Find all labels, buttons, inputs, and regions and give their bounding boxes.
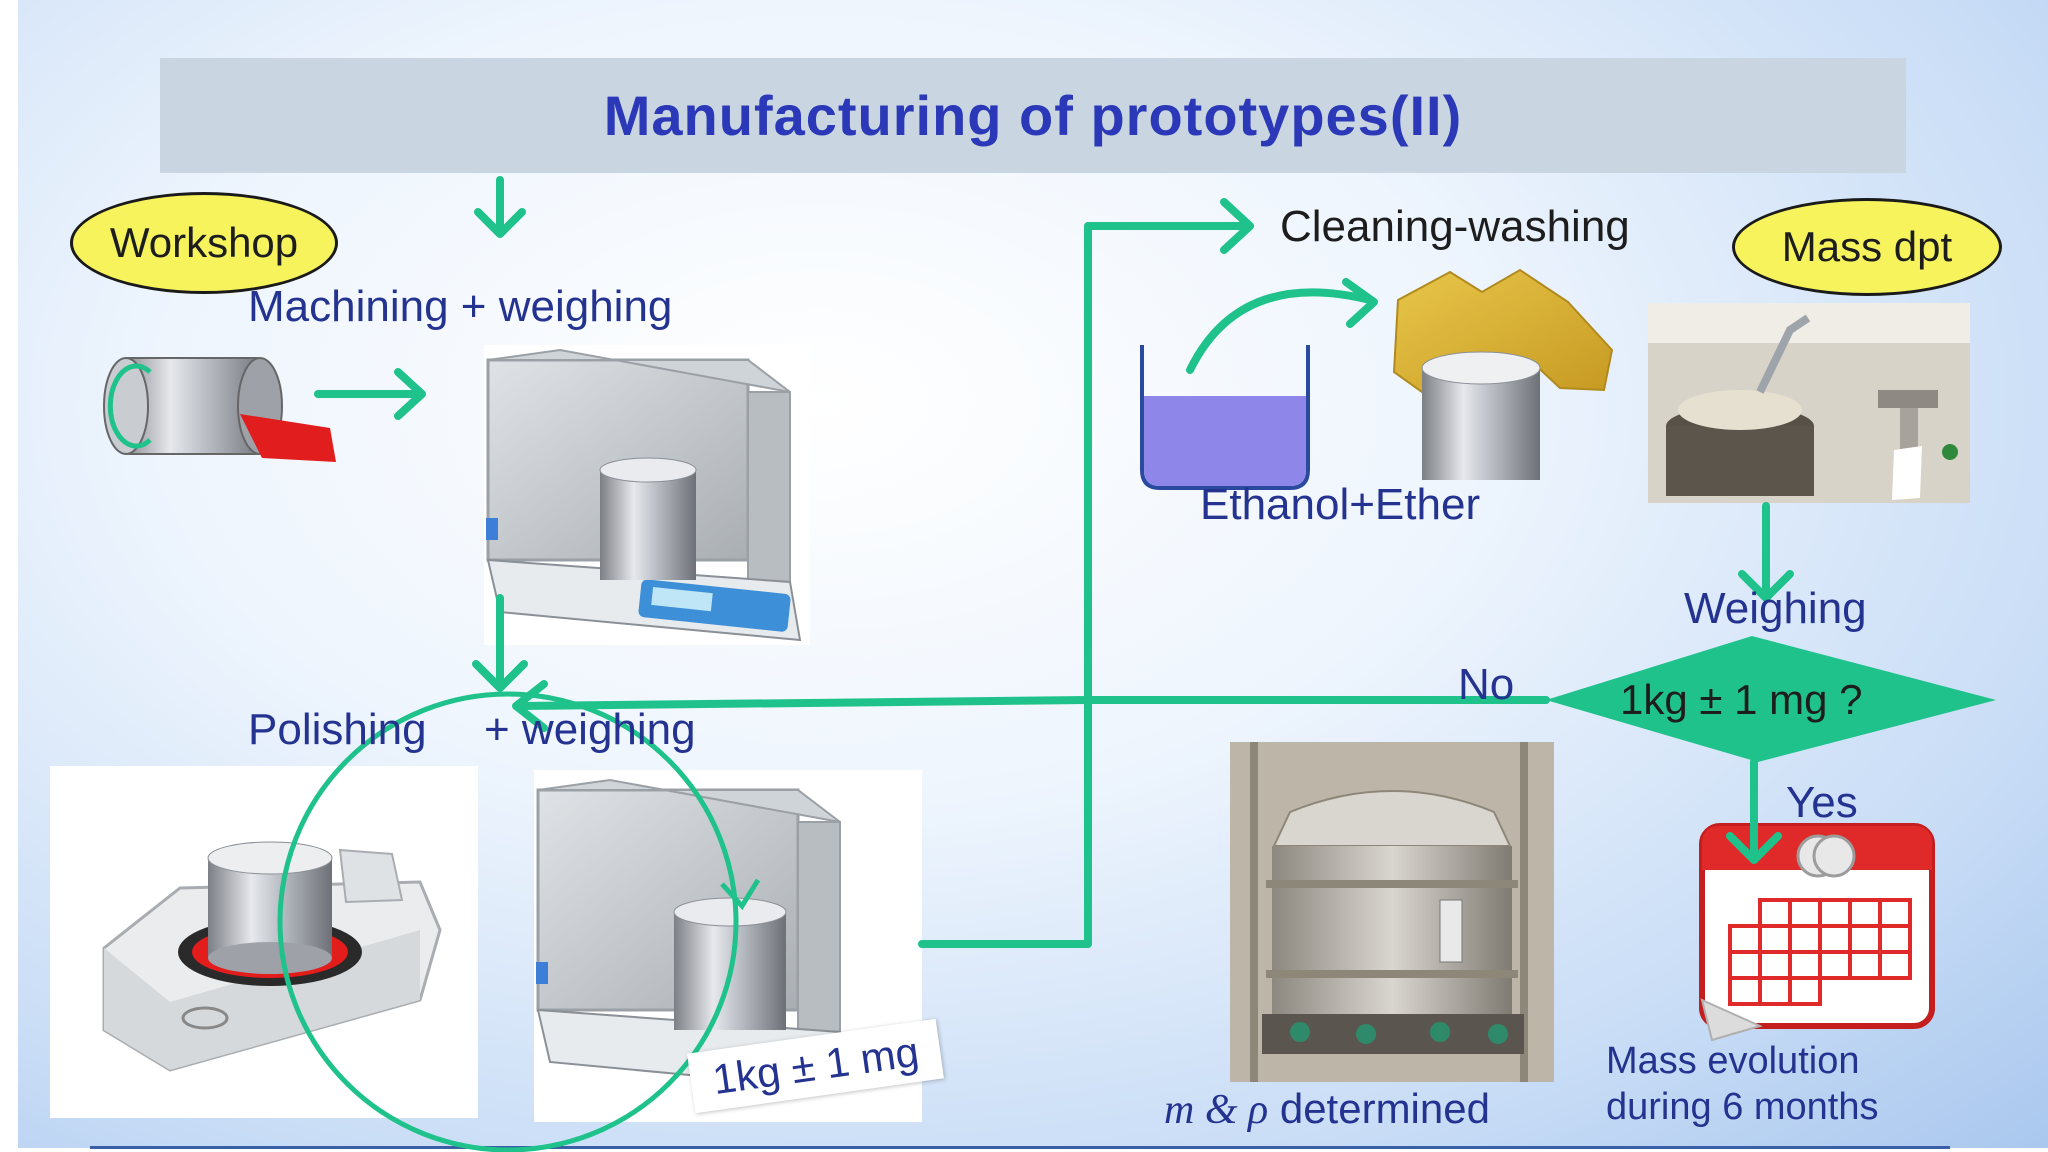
mass-density-label: m & ρ determined: [1164, 1085, 1490, 1134]
lathe-cylinder-icon: [103, 357, 336, 462]
polishing-weighing-label: + weighing: [484, 705, 696, 754]
decision-yes-label: Yes: [1786, 778, 1858, 827]
arrow-polishing-to-cleaning: [918, 222, 1252, 948]
analytical-balance-top-icon: [486, 348, 802, 642]
mass-dpt-badge-label: Mass dpt: [1781, 223, 1953, 270]
polish-weigh-cycle-circle: [277, 691, 739, 1152]
decision-question: 1kg ± 1 mg ?: [1620, 676, 1863, 723]
slide-bottom-border: [0, 1148, 2048, 1152]
vacuum-chamber-icon: [1230, 742, 1554, 1082]
machining-weighing-label: Machining + weighing: [248, 282, 673, 331]
mass-evolution-line2: during 6 months: [1606, 1086, 1879, 1128]
polishing-label: Polishing: [248, 705, 427, 754]
arrow-head-cleaning: [1220, 198, 1254, 254]
decision-no-label: No: [1458, 660, 1515, 709]
arrow-head-no-loop: [512, 680, 548, 732]
footer-divider: [90, 1146, 1950, 1149]
mass-density-symbols: m & ρ: [1164, 1087, 1269, 1133]
workshop-badge-label: Workshop: [109, 219, 299, 266]
arrow-head-calendar: [1726, 832, 1782, 864]
cycle-arrow-head: [720, 878, 761, 911]
arrow-head-cloth: [1342, 278, 1378, 328]
polishing-machine-icon: [102, 841, 442, 1072]
calendar-icon: [1699, 823, 1935, 1042]
mass-lab-equipment-icon: [1648, 303, 1970, 500]
ethanol-ether-label: Ethanol+Ether: [1200, 480, 1481, 529]
page-title: Manufacturing of prototypes(II): [603, 84, 1463, 147]
title-bar: Manufacturing of prototypes(II): [160, 58, 1906, 173]
mass-dpt-badge: Mass dpt: [1732, 198, 2002, 296]
arrow-head-polishing: [472, 660, 528, 692]
decision-diamond: [1546, 636, 1996, 762]
solvent-beaker-icon: [1140, 345, 1310, 490]
analytical-balance-bottom-icon: [536, 778, 852, 1092]
arrow-head-weighing: [1738, 570, 1794, 602]
arrow-head-machining: [474, 208, 526, 238]
arrow-beaker-to-cloth: [1186, 288, 1374, 374]
cleaning-cloth-icon: [1392, 268, 1614, 480]
arrow-head-balance: [394, 368, 426, 420]
slide-left-border: [0, 0, 18, 1152]
mass-density-text: determined: [1279, 1085, 1490, 1132]
workshop-badge: Workshop: [70, 192, 338, 294]
cleaning-washing-label: Cleaning-washing: [1280, 202, 1630, 251]
weighing-label: Weighing: [1684, 584, 1867, 633]
mass-evolution-line1: Mass evolution: [1606, 1040, 1860, 1082]
